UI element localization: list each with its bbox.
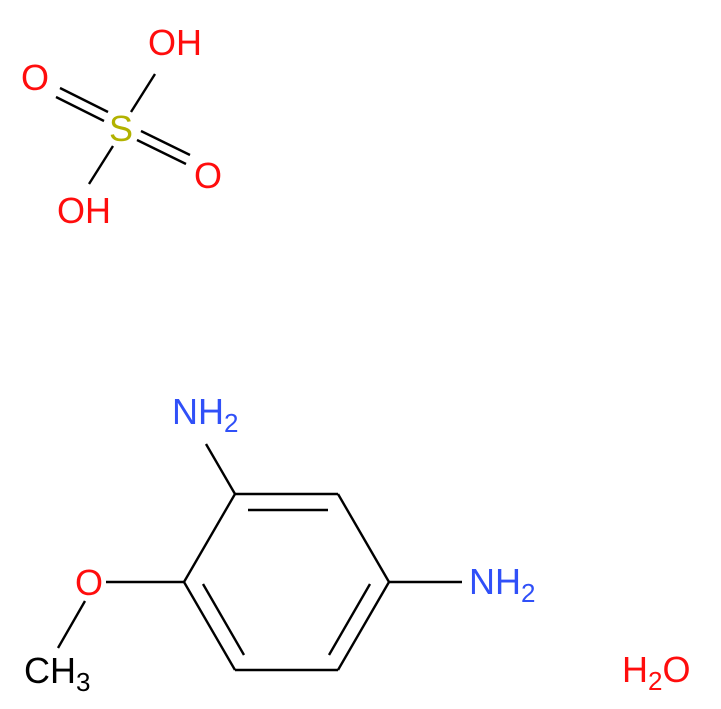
o-methoxy-label: O xyxy=(75,562,103,603)
water-molecule: H2O xyxy=(622,649,690,696)
o-left-label: O xyxy=(21,57,49,98)
ring-bond-c5-c6 xyxy=(182,581,237,671)
ring-bond-c6-c1 xyxy=(182,493,237,583)
bond-s-o-left-2 xyxy=(55,95,105,123)
water-o: O xyxy=(662,649,690,690)
h2o-label: H2O xyxy=(622,649,690,696)
water-h: H xyxy=(622,649,648,690)
bond-s-oh-bottom xyxy=(87,145,115,185)
sulfuric-acid-molecule: OH O S O OH xyxy=(21,22,222,231)
nh2-top-label: NH2 xyxy=(172,391,238,438)
oh-top-label: OH xyxy=(148,22,202,63)
ring-bond-c3-c4 xyxy=(336,581,391,671)
water-h-subscript: 2 xyxy=(648,666,662,696)
bond-s-o-left-1 xyxy=(59,86,109,114)
bond-o-ch3 xyxy=(56,600,87,649)
oh-bottom-label: OH xyxy=(57,190,111,231)
nh2-right-label: NH2 xyxy=(469,561,535,608)
nh2-right-subscript: 2 xyxy=(521,578,535,608)
ring-bond-c2-c3 xyxy=(336,493,391,583)
bond-s-o-right-1 xyxy=(136,138,187,166)
ring-bond-c5-c6-inner xyxy=(201,583,246,656)
methoxy-benzenediamine-molecule: NH2 NH2 O CH3 xyxy=(24,391,535,697)
nh2-top-main: NH xyxy=(172,391,224,432)
nh2-top-subscript: 2 xyxy=(224,408,238,438)
bond-c1-nh2 xyxy=(204,443,237,495)
ch3-label: CH3 xyxy=(24,650,90,697)
bond-s-o-right-2 xyxy=(140,129,191,157)
ring-bond-c3-c4-inner xyxy=(327,583,372,656)
o-right-label: O xyxy=(194,155,222,196)
s-center-label: S xyxy=(109,108,133,149)
bond-s-oh-top xyxy=(129,73,157,113)
nh2-right-main: NH xyxy=(469,561,521,602)
ch3-main: CH xyxy=(24,650,76,691)
ch3-subscript: 3 xyxy=(76,667,90,697)
